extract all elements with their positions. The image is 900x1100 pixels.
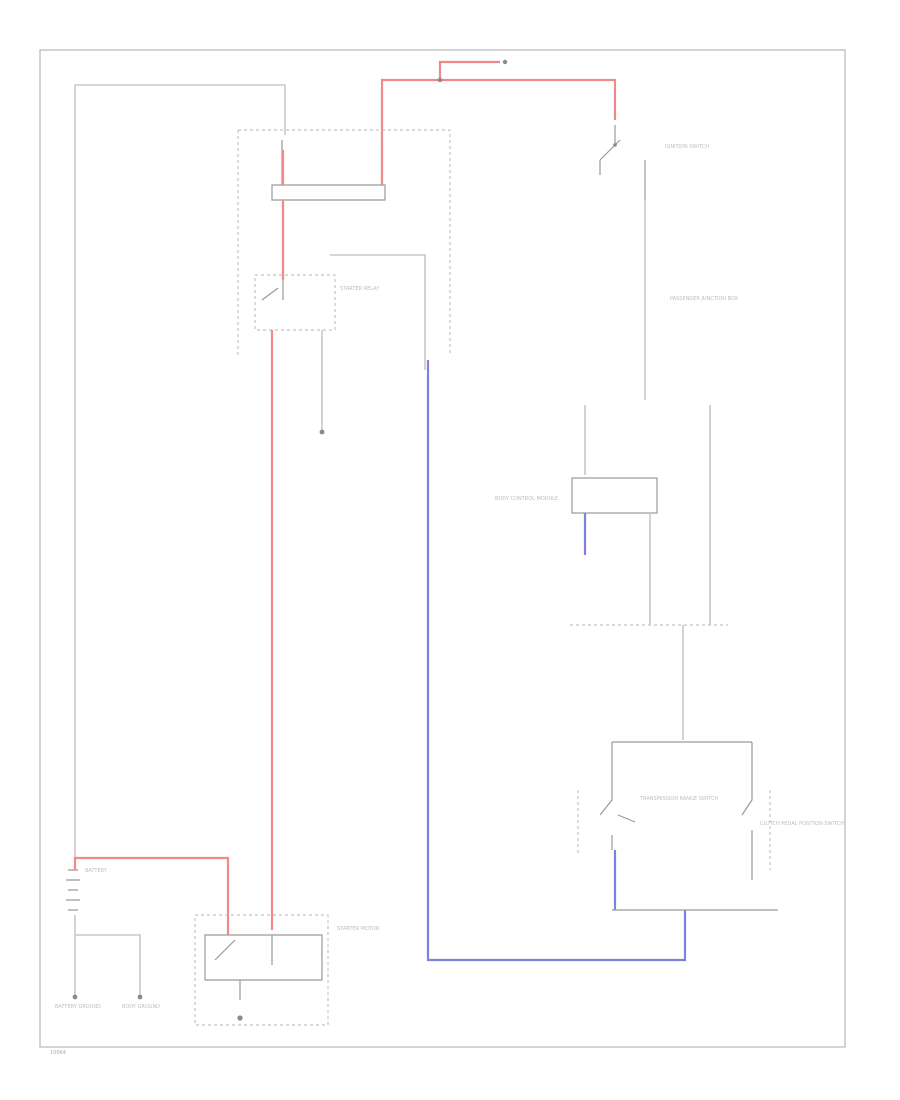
starter-contacts <box>214 935 273 1000</box>
figure-id: 10064 <box>50 1050 66 1056</box>
ignition-contact <box>613 143 617 147</box>
wire-battery-ground <box>74 915 141 995</box>
wire-red-battery <box>73 856 230 935</box>
body-control-module <box>571 477 658 514</box>
starter-solenoid <box>204 934 323 981</box>
battery-label: BATTERY <box>85 868 108 874</box>
battery-symbol <box>66 869 80 911</box>
starter-relay-switch <box>261 280 284 301</box>
diagram-frame <box>39 49 846 1048</box>
starter-motor-label: STARTER MOTOR <box>337 926 380 932</box>
splice-top <box>437 77 443 83</box>
engine-ground-label: BODY GROUND <box>122 1004 160 1010</box>
ground-point-relay <box>319 429 325 435</box>
starter-relay-label: STARTER RELAY <box>340 286 380 292</box>
starter-relay-box <box>254 274 336 331</box>
switches-box <box>577 790 771 870</box>
connector-top <box>502 59 508 65</box>
pdc-box <box>237 129 451 355</box>
ground-body <box>137 994 143 1000</box>
wire-red-top <box>380 60 617 185</box>
ground-battery <box>72 994 78 1000</box>
range-switch <box>599 742 636 850</box>
starter-terminal <box>237 1015 243 1021</box>
pdc-inner <box>271 184 386 201</box>
starter-box <box>194 914 329 1026</box>
ignition-switch <box>599 125 646 200</box>
passenger-junction-label: PASSENGER JUNCTION BOX <box>670 296 739 302</box>
body-control-label: BODY CONTROL MODULE <box>495 496 558 502</box>
battery-ground-label: BATTERY GROUND <box>55 1004 101 1010</box>
clutch-switch <box>741 742 753 880</box>
clutch-switch-label: CLUTCH PEDAL POSITION SWITCH <box>760 821 844 827</box>
wire-pdc-right <box>330 254 426 370</box>
ignition-switch-label: IGNITION SWITCH <box>665 144 709 150</box>
wire-left-vertical <box>74 84 286 860</box>
wire-blue <box>426 360 687 962</box>
range-switch-label: TRANSMISSION RANGE SWITCH <box>639 796 718 802</box>
